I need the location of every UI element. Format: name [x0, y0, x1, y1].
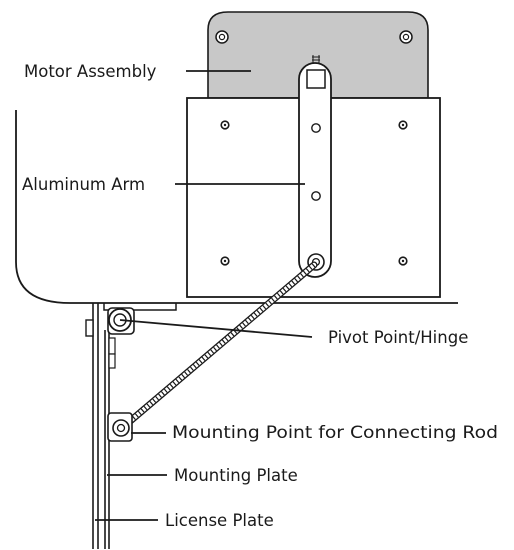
leader-lines: [95, 70, 313, 521]
plate-tab-1: [108, 337, 116, 355]
motor-screw-right: [399, 30, 413, 44]
motor-shaft: [312, 55, 320, 63]
mounting-clip: [85, 319, 94, 337]
aluminum-arm: [298, 55, 332, 278]
arm-hole-1: [311, 123, 321, 133]
label-mounting-plate: Mounting Plate: [174, 466, 298, 485]
box-screw-bottom-right: [398, 256, 408, 266]
motor-screw-left: [215, 30, 229, 44]
arm-hole-2: [311, 191, 321, 201]
box-screw-top-left: [220, 120, 230, 130]
arm-square-hub: [306, 69, 326, 89]
license-plate: [92, 303, 99, 549]
label-aluminum-arm: Aluminum Arm: [22, 175, 145, 194]
motor-assembly: [207, 11, 429, 99]
vehicle-body-outline: [15, 110, 458, 304]
arm-body: [298, 62, 332, 278]
label-mounting-point: Mounting Point for Connecting Rod: [172, 423, 498, 442]
rod-mounting-point: [107, 412, 133, 442]
leader-pivot-point: [119, 319, 313, 338]
label-motor-assembly: Motor Assembly: [24, 62, 157, 81]
hinge-bracket: [103, 303, 177, 311]
box-screw-bottom-left: [220, 256, 230, 266]
motor-housing: [207, 11, 429, 99]
plate-tab-2: [108, 353, 116, 369]
label-license-plate: License Plate: [165, 511, 274, 530]
label-pivot-point: Pivot Point/Hinge: [328, 328, 468, 347]
connecting-rod: [118, 261, 318, 432]
box-screw-top-right: [398, 120, 408, 130]
